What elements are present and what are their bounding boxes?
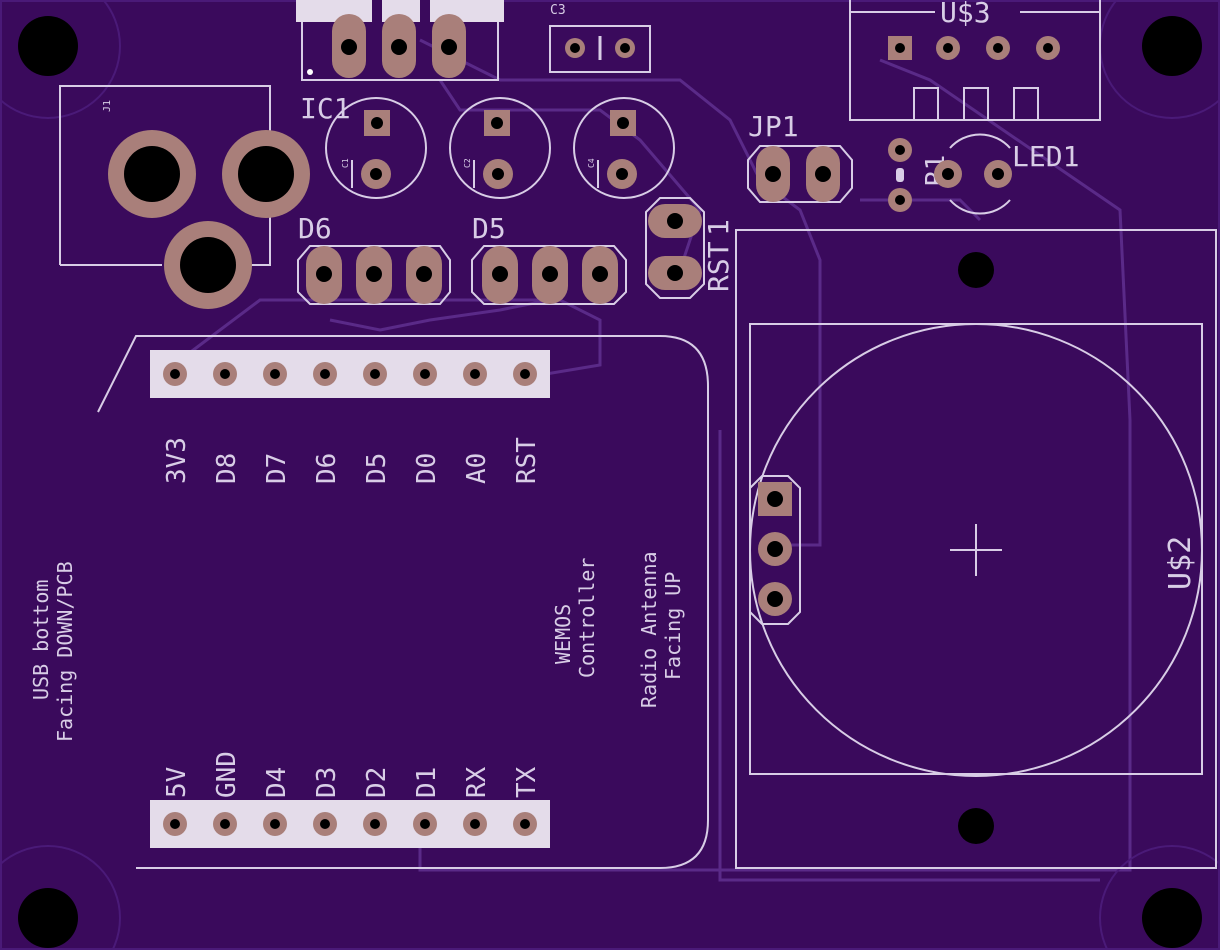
j1-power-jack: J1: [59, 85, 310, 309]
mounting-hole: [1142, 16, 1202, 76]
ic1-label: IC1: [300, 92, 351, 125]
header-pin-hole: [520, 819, 530, 829]
rst1-label: RST: [702, 241, 735, 292]
pin-label-bottom: D2: [362, 767, 392, 798]
r1-resistor: R1: [888, 138, 951, 212]
pin-label-bottom: D1: [412, 767, 442, 798]
pin-label-bottom: D4: [262, 767, 292, 798]
mounting-hole: [1142, 888, 1202, 948]
pin-label-top: D7: [262, 453, 292, 484]
pin-label-top: D0: [412, 453, 442, 484]
header-pin-hole: [220, 819, 230, 829]
header-pin-hole: [320, 369, 330, 379]
pin-label-top: D5: [362, 453, 392, 484]
c2-label: C2: [463, 158, 472, 168]
d5-label: D5: [472, 212, 506, 245]
c4-label: C4: [587, 158, 596, 168]
pin-label-bottom: D3: [312, 767, 342, 798]
wemos-note-line2: Controller: [575, 558, 599, 678]
header-pin-hole: [370, 819, 380, 829]
holder-hole-bottom: [958, 808, 994, 844]
usb-note-line1: USB bottom: [29, 580, 53, 700]
header-pin-hole: [520, 369, 530, 379]
pin-label-top: A0: [462, 453, 492, 484]
rst1-resistor: RST 1: [645, 197, 735, 299]
wemos-bottom-header: [150, 800, 550, 848]
header-pin-hole: [170, 819, 180, 829]
wemos-top-header: [150, 350, 550, 398]
header-pin-hole: [320, 819, 330, 829]
ic1-regulator: IC1: [296, 0, 504, 125]
led1-label: LED1: [1012, 140, 1079, 173]
pin-label-top: RST: [512, 437, 542, 484]
holder-hole-top: [958, 252, 994, 288]
mounting-hole: [18, 888, 78, 948]
d5-transistor: D5: [471, 212, 627, 305]
jp1-label: JP1: [748, 110, 799, 143]
led1: LED1: [934, 133, 1079, 215]
d6-transistor: D6: [297, 212, 451, 305]
antenna-note-line2: Facing UP: [661, 572, 685, 680]
header-pin-hole: [420, 819, 430, 829]
mounting-hole: [18, 16, 78, 76]
capacitor-c4: C4: [573, 97, 675, 199]
pin-label-bottom: GND: [212, 751, 242, 798]
header-pin-hole: [170, 369, 180, 379]
c3-label: C3: [550, 3, 566, 18]
us2-battery-holder: U$2: [735, 229, 1217, 869]
pin-label-top: 3V3: [162, 437, 192, 484]
header-pin-hole: [370, 369, 380, 379]
c3-capacitor: C3: [549, 3, 651, 73]
d6-label: D6: [298, 212, 332, 245]
pin-label-top: D6: [312, 453, 342, 484]
us2-label: U$2: [1163, 536, 1198, 590]
pin-label-bottom: 5V: [162, 767, 192, 798]
pin-label-bottom: RX: [462, 766, 492, 798]
pin-label-bottom: TX: [512, 766, 542, 798]
j1-label: J1: [102, 100, 113, 112]
header-pin-hole: [220, 369, 230, 379]
pin-label-top: D8: [212, 453, 242, 484]
us3-connector: U$3: [849, 0, 1101, 121]
three-pin-header: [749, 475, 801, 625]
capacitor-c1: C1: [325, 97, 427, 199]
antenna-note-line1: Radio Antenna: [637, 551, 661, 708]
header-pin-hole: [420, 369, 430, 379]
jp1-jumper: JP1: [747, 110, 853, 203]
capacitor-c2: C2: [449, 97, 551, 199]
header-pin-hole: [270, 369, 280, 379]
header-pin-hole: [470, 819, 480, 829]
wemos-note-line1: WEMOS: [551, 604, 575, 664]
usb-note-line2: Facing DOWN/PCB: [53, 561, 77, 742]
rst1-label-number: 1: [702, 219, 735, 236]
us3-label: U$3: [940, 0, 991, 29]
wemos-module: 3V3 D8 D7 D6 D5 D0 A0 RST 5V GND D4 D3 D2 D1 RX TX WEM…: [29, 335, 709, 869]
header-pin-hole: [470, 369, 480, 379]
c1-label: C1: [341, 158, 350, 168]
header-pin-hole: [270, 819, 280, 829]
